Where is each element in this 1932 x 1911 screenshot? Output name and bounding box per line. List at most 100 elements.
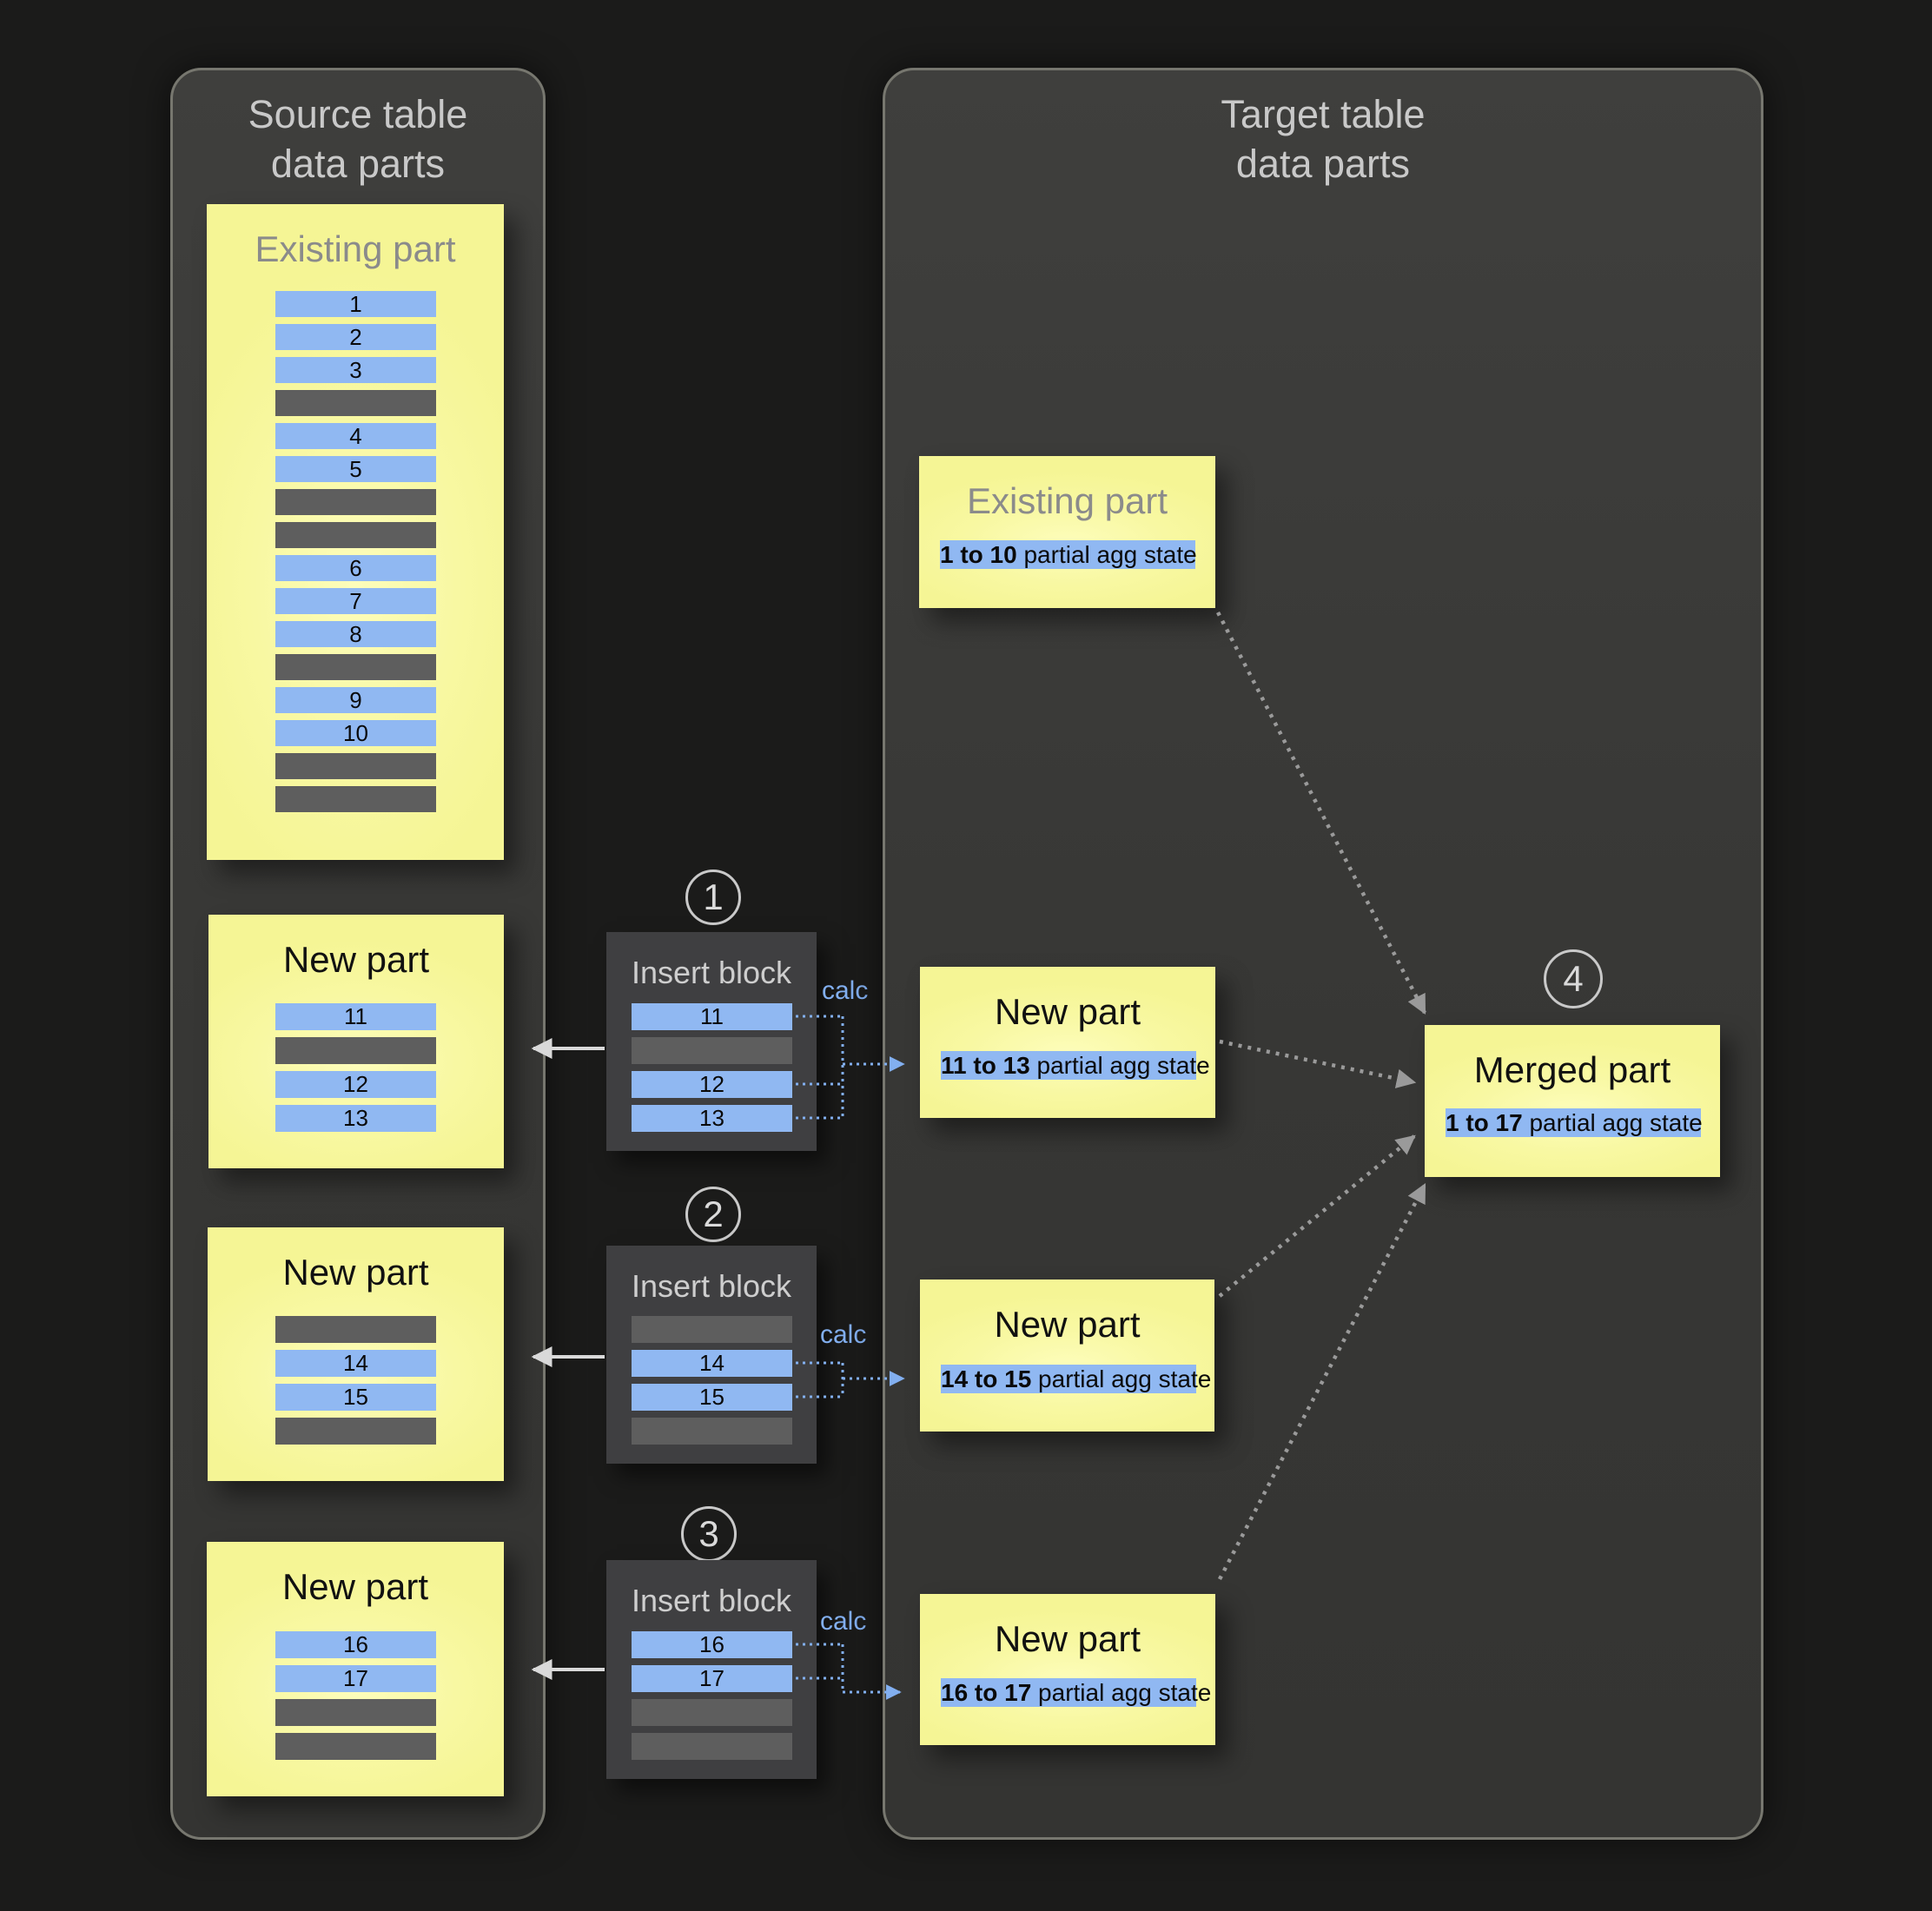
- data-row: 14: [275, 1350, 436, 1377]
- data-row: 17: [632, 1665, 792, 1692]
- data-row: 13: [632, 1105, 792, 1132]
- empty-row: [632, 1316, 792, 1343]
- data-row: 16: [275, 1631, 436, 1658]
- data-row: 8: [275, 621, 436, 647]
- state-label: partial agg state: [1029, 1052, 1210, 1079]
- data-row: 15: [275, 1384, 436, 1411]
- data-row: 11: [275, 1003, 436, 1030]
- data-row: 7: [275, 588, 436, 614]
- step-4-badge: 4: [1544, 949, 1603, 1008]
- data-row: 5: [275, 456, 436, 482]
- state-range: 14 to 15: [941, 1365, 1032, 1392]
- data-row: 3: [275, 357, 436, 383]
- insert-block-2-title: Insert block: [631, 1268, 792, 1304]
- target-new-part-2-state: 14 to 15 partial agg state: [941, 1365, 1211, 1393]
- state-label: partial agg state: [1522, 1109, 1703, 1136]
- data-row: 4: [275, 423, 436, 449]
- empty-row: [275, 1699, 436, 1726]
- target-existing-part-title: Existing part: [966, 480, 1168, 521]
- source-new-part-1-title: New part: [282, 939, 430, 980]
- target-existing-part-state: 1 to 10 partial agg state: [940, 540, 1197, 569]
- empty-row: [275, 390, 436, 416]
- insert-block-3-title: Insert block: [631, 1583, 792, 1618]
- data-row: 17: [275, 1665, 436, 1692]
- data-row: 12: [632, 1071, 792, 1098]
- empty-row: [275, 522, 436, 548]
- state-label: partial agg state: [1031, 1365, 1212, 1392]
- calc-label-1: calc: [822, 976, 869, 1005]
- source-existing-part-rows: 1 2 3 4 5 6 7 8 9 10: [275, 291, 436, 812]
- source-new-part-2-title: New part: [282, 1252, 429, 1293]
- insert-block-1-rows: 11 12 13: [632, 1003, 792, 1132]
- state-label: partial agg state: [1031, 1679, 1212, 1706]
- source-existing-part: Existing part 1 2 3 4 5 6 7 8 9 10: [207, 204, 504, 860]
- step-1-badge: 1: [685, 870, 741, 925]
- step-3-badge: 3: [681, 1506, 737, 1562]
- state-range: 11 to 13: [941, 1052, 1030, 1079]
- target-table-panel: Target table data parts: [883, 68, 1763, 1840]
- target-new-part-3-title: New part: [994, 1618, 1141, 1659]
- source-panel-title-line1: Source table: [248, 92, 468, 136]
- calc-label-2: calc: [820, 1320, 867, 1349]
- data-row: 11: [632, 1003, 792, 1030]
- insert-block-1-title: Insert block: [631, 955, 792, 990]
- target-new-part-3-state: 16 to 17 partial agg state: [941, 1678, 1211, 1707]
- target-new-part-1-title: New part: [994, 991, 1141, 1032]
- merged-part-title: Merged part: [1473, 1049, 1671, 1090]
- empty-row: [275, 753, 436, 779]
- empty-row: [632, 1418, 792, 1445]
- merged-part-state: 1 to 17 partial agg state: [1446, 1108, 1703, 1137]
- merged-part: Merged part 1 to 17 partial agg state: [1425, 1025, 1720, 1177]
- target-new-part-3: New part 16 to 17 partial agg state: [920, 1594, 1215, 1745]
- target-new-part-2: New part 14 to 15 partial agg state: [920, 1280, 1214, 1432]
- step-2-badge: 2: [685, 1187, 741, 1242]
- data-row: 2: [275, 324, 436, 350]
- target-panel-title-line2: data parts: [1235, 142, 1411, 186]
- empty-row: [275, 1733, 436, 1760]
- empty-row: [275, 786, 436, 812]
- empty-row: [275, 489, 436, 515]
- target-new-part-1: New part 11 to 13 partial agg state: [920, 967, 1215, 1118]
- empty-row: [275, 1418, 436, 1445]
- empty-row: [632, 1733, 792, 1760]
- state-range: 16 to 17: [941, 1679, 1032, 1706]
- state-range: 1 to 17: [1446, 1109, 1523, 1136]
- source-panel-title-line2: data parts: [270, 142, 446, 186]
- empty-row: [275, 1037, 436, 1064]
- source-new-part-1-rows: 11 12 13: [275, 1003, 436, 1132]
- target-new-part-1-state: 11 to 13 partial agg state: [941, 1051, 1210, 1080]
- source-new-part-3-title: New part: [281, 1566, 429, 1607]
- empty-row: [275, 654, 436, 680]
- state-range: 1 to 10: [940, 541, 1017, 568]
- empty-row: [275, 1316, 436, 1343]
- data-row: 10: [275, 720, 436, 746]
- empty-row: [632, 1699, 792, 1726]
- target-new-part-2-title: New part: [994, 1304, 1141, 1345]
- target-existing-part: Existing part 1 to 10 partial agg state: [919, 456, 1215, 608]
- state-label: partial agg state: [1016, 541, 1197, 568]
- source-panel-title: Source table data parts: [173, 89, 543, 188]
- empty-row: [632, 1037, 792, 1064]
- data-row: 12: [275, 1071, 436, 1098]
- data-row: 1: [275, 291, 436, 317]
- insert-block-1: Insert block 11 12 13: [606, 932, 817, 1151]
- data-row: 9: [275, 687, 436, 713]
- data-row: 16: [632, 1631, 792, 1658]
- target-panel-title-line1: Target table: [1221, 92, 1426, 136]
- data-row: 6: [275, 555, 436, 581]
- source-existing-part-title: Existing part: [255, 228, 456, 269]
- data-row: 14: [632, 1350, 792, 1377]
- calc-label-3: calc: [820, 1607, 867, 1636]
- data-row: 13: [275, 1105, 436, 1132]
- source-new-part-1: New part 11 12 13: [208, 915, 504, 1168]
- target-panel-title: Target table data parts: [885, 89, 1761, 188]
